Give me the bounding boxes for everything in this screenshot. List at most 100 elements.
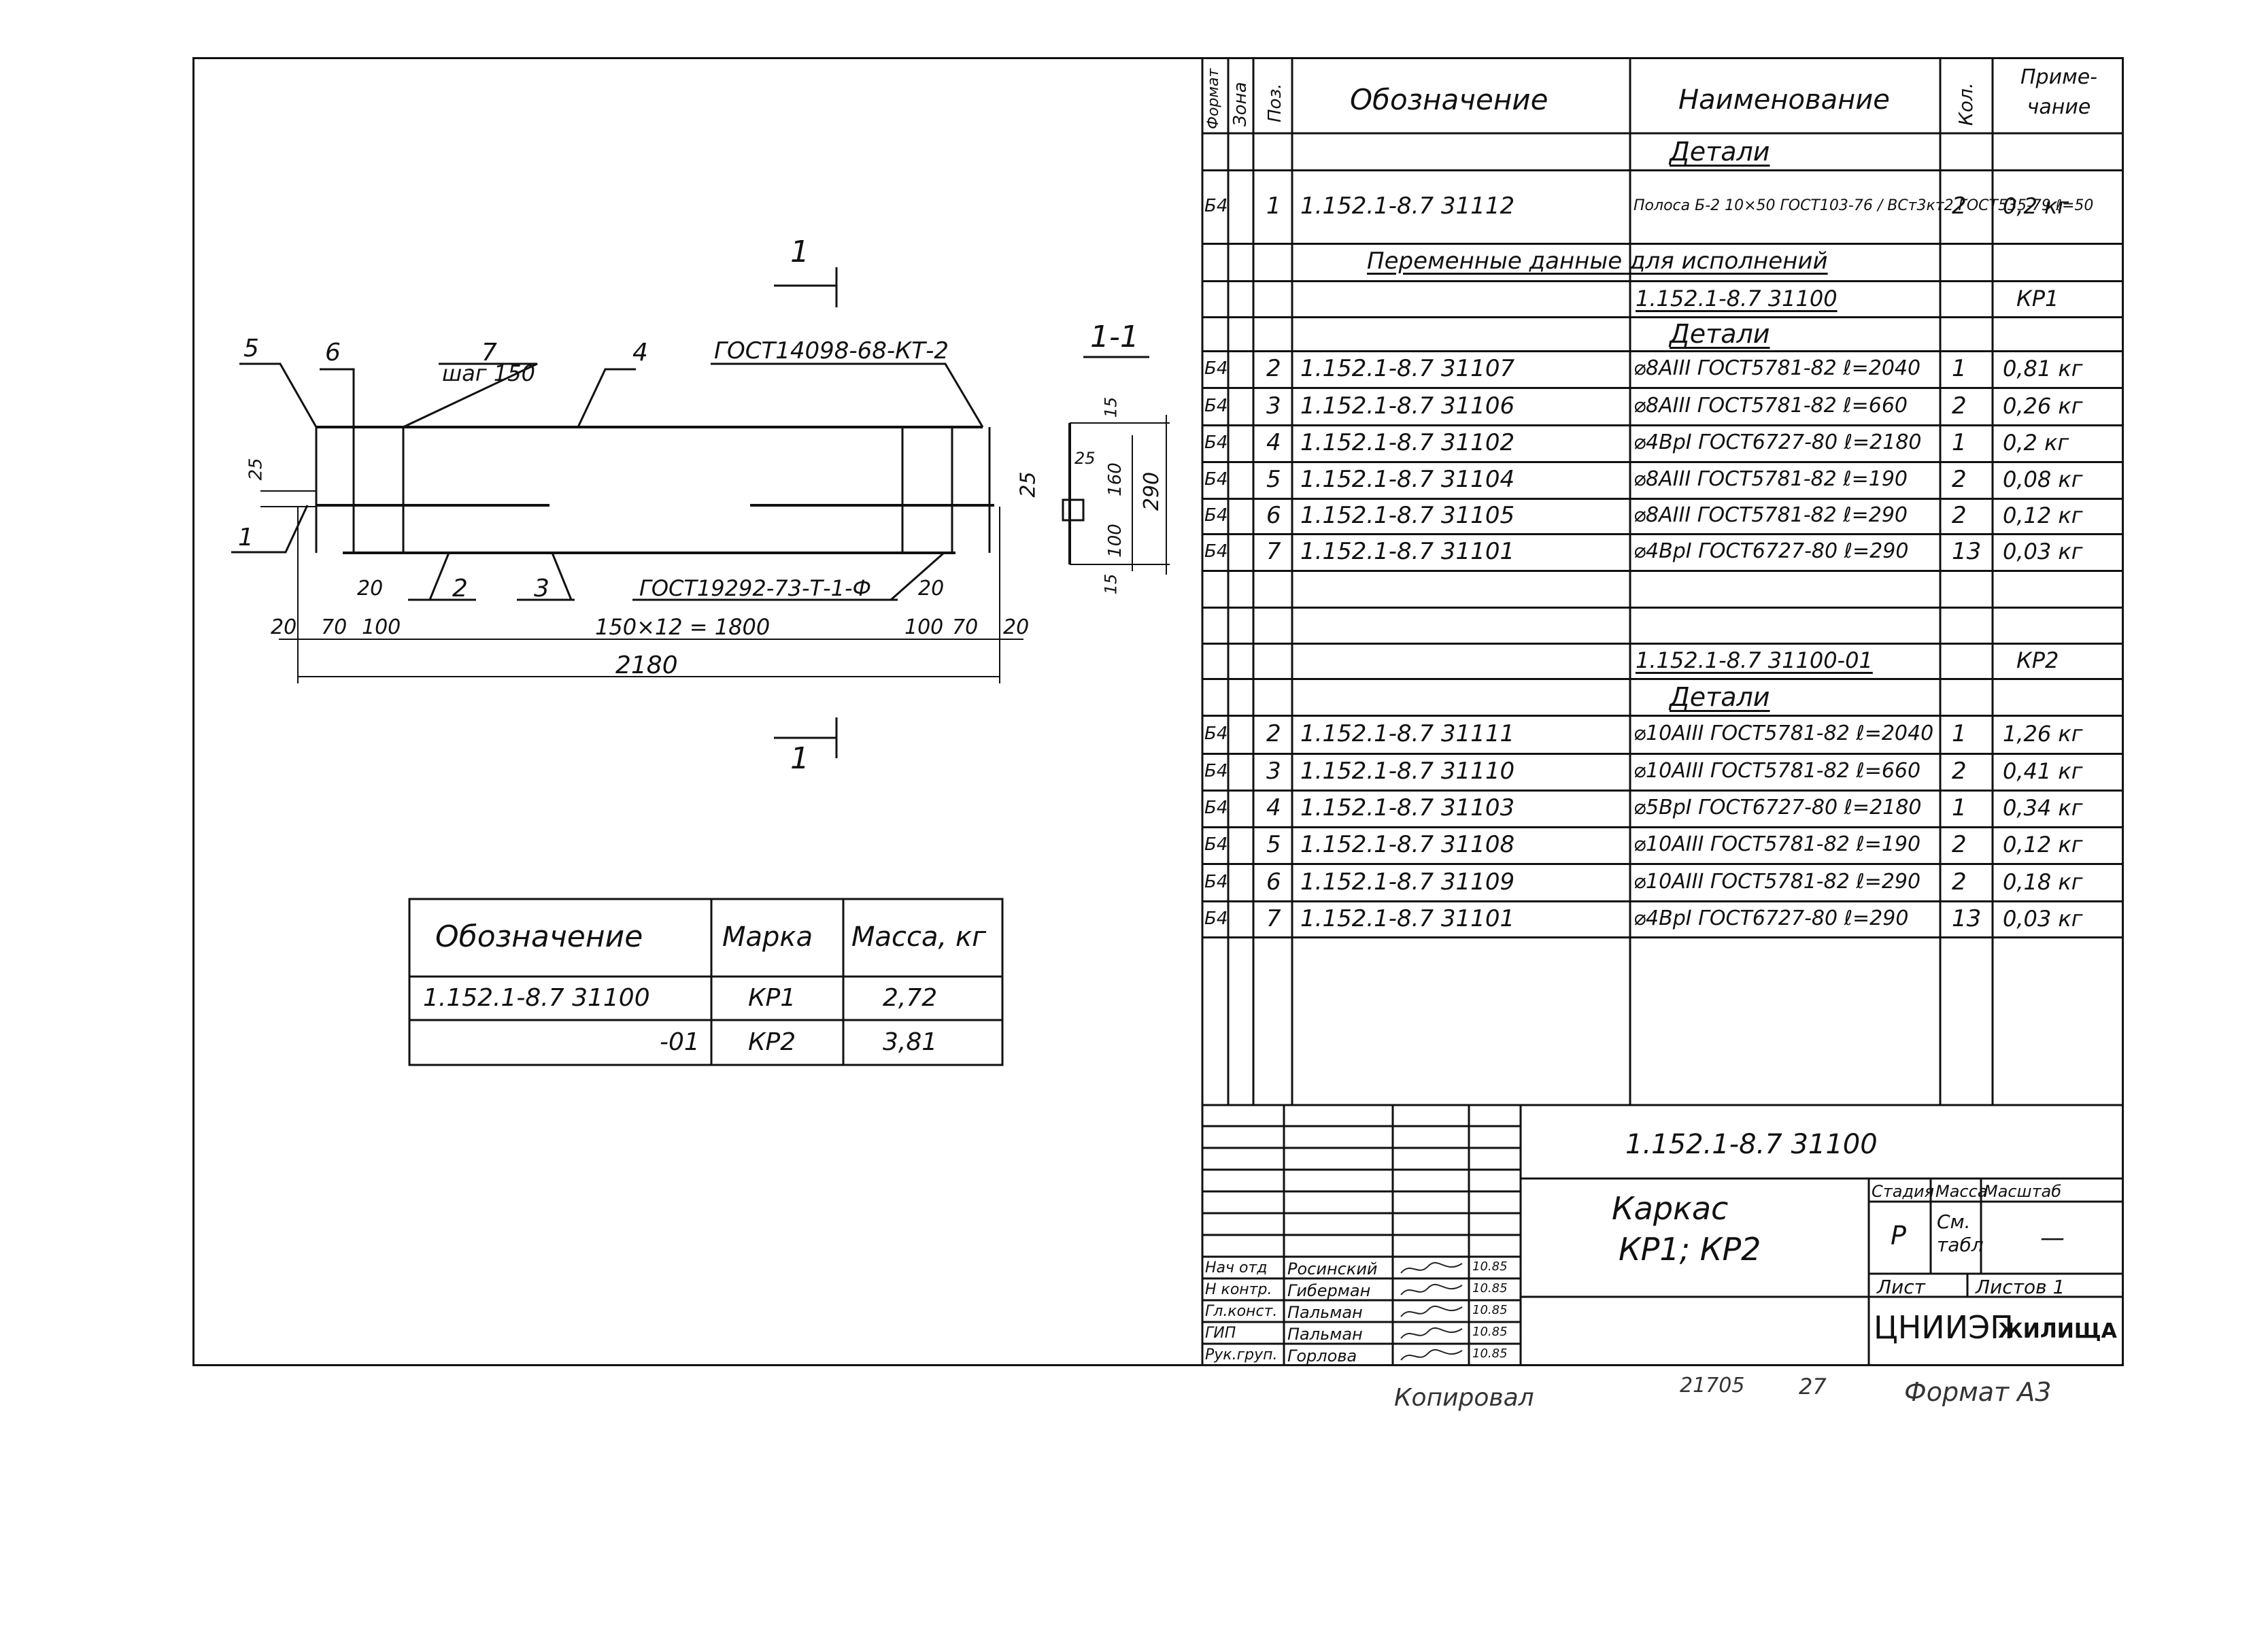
dim-20-a: 20 — [357, 577, 384, 600]
spec-cell-format: Б4 — [1204, 395, 1228, 416]
spec-header-name: Наименование — [1678, 84, 1890, 116]
signature-name: Гиберман — [1287, 1281, 1371, 1300]
dim-100-b: 100 — [904, 615, 944, 639]
spec-cell-designation: 1.152.1-8.7 31104 — [1300, 465, 1515, 493]
spec-cell-designation: 1.152.1-8.7 31112 — [1300, 192, 1515, 220]
spec-cell-name: ⌀8AIII ГОСТ5781-82 ℓ=290 — [1634, 503, 1908, 528]
spec-cell-qty: 2 — [1952, 757, 1967, 785]
spec-row-divider — [1202, 753, 2124, 755]
footer-page: 27 — [1799, 1374, 1827, 1400]
spec-row-divider — [1202, 607, 2124, 609]
spec-header-format: Формат — [1205, 68, 1222, 129]
spec-cell-designation: 1.152.1-8.7 31108 — [1300, 830, 1515, 858]
spec-cell-qty: 13 — [1952, 904, 1982, 932]
spec-variant-mark: КР1 — [2016, 286, 2059, 311]
title-block-code: 1.152.1-8.7 31100 — [1625, 1129, 1878, 1160]
spec-cell-name: ⌀4ВрI ГОСТ6727-80 ℓ=290 — [1634, 539, 1909, 564]
section-title: 1-1 — [1090, 320, 1139, 354]
spec-cell-format: Б4 — [1204, 723, 1228, 744]
title-block-scale-label: Масштаб — [1984, 1182, 2062, 1201]
spec-row-divider — [1202, 243, 2124, 245]
spec-cell-name: ⌀8AIII ГОСТ5781-82 ℓ=660 — [1634, 394, 1908, 418]
handwritten-signature — [1400, 1327, 1463, 1339]
spec-row-divider — [1202, 715, 2124, 717]
signature-name: Пальман — [1287, 1303, 1363, 1322]
handwritten-signature — [1400, 1261, 1463, 1274]
spec-cell-format: Б4 — [1204, 871, 1228, 892]
dim-70-a: 70 — [321, 615, 348, 639]
spec-cell-pos: 4 — [1266, 794, 1281, 821]
title-block-stage: Р — [1891, 1221, 1906, 1251]
spec-cell-format: Б4 — [1204, 195, 1228, 216]
title-block-mass-label: Масса — [1935, 1182, 1988, 1201]
mass-table-row-2-designation: -01 — [660, 1028, 700, 1056]
spec-cell-name: ⌀10AIII ГОСТ5781-82 ℓ=290 — [1634, 870, 1921, 894]
spec-cell-pos: 7 — [1266, 537, 1281, 565]
spec-cell-note: 0,2 кг — [2003, 193, 2069, 220]
spec-section-heading: Переменные данные для исполнений — [1367, 248, 1828, 275]
leader-label-3: 3 — [534, 575, 549, 603]
spec-header-zone: Зона — [1230, 82, 1251, 126]
signature-role: Гл.конст. — [1205, 1303, 1278, 1320]
spec-cell-format: Б4 — [1204, 469, 1228, 490]
title-block-sheet-label: Лист — [1877, 1276, 1925, 1298]
sec-dim-25-b: 25 — [1074, 449, 1096, 468]
spec-cell-designation: 1.152.1-8.7 31102 — [1300, 428, 1515, 456]
spec-row-divider — [1202, 169, 2124, 171]
spec-cell-pos: 6 — [1266, 868, 1281, 896]
title-block-sheets-label: Листов 1 — [1976, 1276, 2065, 1298]
spec-cell-designation: 1.152.1-8.7 31106 — [1300, 392, 1515, 420]
title-block-mass: См. табл — [1937, 1210, 1984, 1256]
section-mark-top: 1 — [790, 235, 809, 269]
spec-cell-qty: 1 — [1952, 794, 1967, 821]
spec-cell-note: 0,08 кг — [2003, 467, 2083, 493]
spec-header-note: Приме-чание — [2020, 65, 2097, 119]
dim-span: 150×12 = 1800 — [595, 614, 771, 640]
spec-cell-pos: 5 — [1266, 830, 1281, 858]
spec-header-pos: Поз. — [1265, 83, 1285, 122]
spec-cell-format: Б4 — [1204, 541, 1228, 562]
sec-dim-15-a: 15 — [1101, 396, 1121, 418]
spec-cell-note: 0,34 кг — [2003, 795, 2083, 821]
spec-row-divider — [1202, 863, 2124, 865]
spec-cell-designation: 1.152.1-8.7 31101 — [1300, 537, 1515, 565]
spec-cell-designation: 1.152.1-8.7 31110 — [1300, 757, 1515, 785]
spec-row-divider — [1202, 643, 2124, 645]
spec-row-divider — [1202, 498, 2124, 500]
spec-cell-name: ⌀4ВрI ГОСТ6727-80 ℓ=2180 — [1634, 430, 1922, 455]
leader-label-2: 2 — [452, 575, 468, 603]
spec-cell-format: Б4 — [1204, 760, 1228, 781]
spec-cell-name: ⌀10AIII ГОСТ5781-82 ℓ=190 — [1634, 832, 1921, 857]
mass-table-row-2-mark: КР2 — [748, 1028, 796, 1056]
spec-row-divider — [1202, 316, 2124, 318]
sec-dim-160: 160 — [1104, 462, 1125, 496]
spec-cell-note: 0,26 кг — [2003, 393, 2083, 420]
spec-cell-qty: 1 — [1952, 428, 1967, 456]
spec-cell-format: Б4 — [1204, 505, 1228, 526]
spec-cell-pos: 7 — [1266, 904, 1281, 932]
spec-cell-format: Б4 — [1204, 358, 1228, 379]
signature-date: 10.85 — [1472, 1303, 1508, 1317]
spec-cell-designation: 1.152.1-8.7 31111 — [1300, 719, 1515, 747]
title-block-title-line1: Каркас — [1612, 1190, 1729, 1227]
handwritten-signature — [1400, 1283, 1463, 1295]
spec-cell-name: ⌀8AIII ГОСТ5781-82 ℓ=2040 — [1634, 356, 1921, 381]
handwritten-signature — [1400, 1349, 1463, 1361]
spec-row-divider — [1202, 900, 2124, 902]
spec-cell-format: Б4 — [1204, 432, 1228, 453]
dim-100-a: 100 — [362, 615, 401, 639]
signature-role: ГИП — [1205, 1325, 1236, 1342]
spec-cell-format: Б4 — [1204, 797, 1228, 818]
spec-cell-pos: 1 — [1266, 192, 1281, 220]
spec-row-divider — [1202, 790, 2124, 792]
spec-cell-pos: 3 — [1266, 757, 1281, 785]
mass-table-row-1-mass: 2,72 — [883, 984, 938, 1012]
spec-section-heading: Детали — [1670, 319, 1770, 349]
signature-name: Росинский — [1287, 1259, 1378, 1278]
dim-20-d: 20 — [1003, 615, 1030, 639]
spec-cell-name: ⌀10AIII ГОСТ5781-82 ℓ=2040 — [1634, 722, 1934, 746]
spec-cell-name: Полоса Б-2 10×50 ГОСТ103-76 / ВСт3кт2 ГО… — [1634, 197, 2094, 215]
leader-label-5: 5 — [243, 335, 259, 362]
spec-header-qty: Кол. — [1954, 82, 1977, 126]
